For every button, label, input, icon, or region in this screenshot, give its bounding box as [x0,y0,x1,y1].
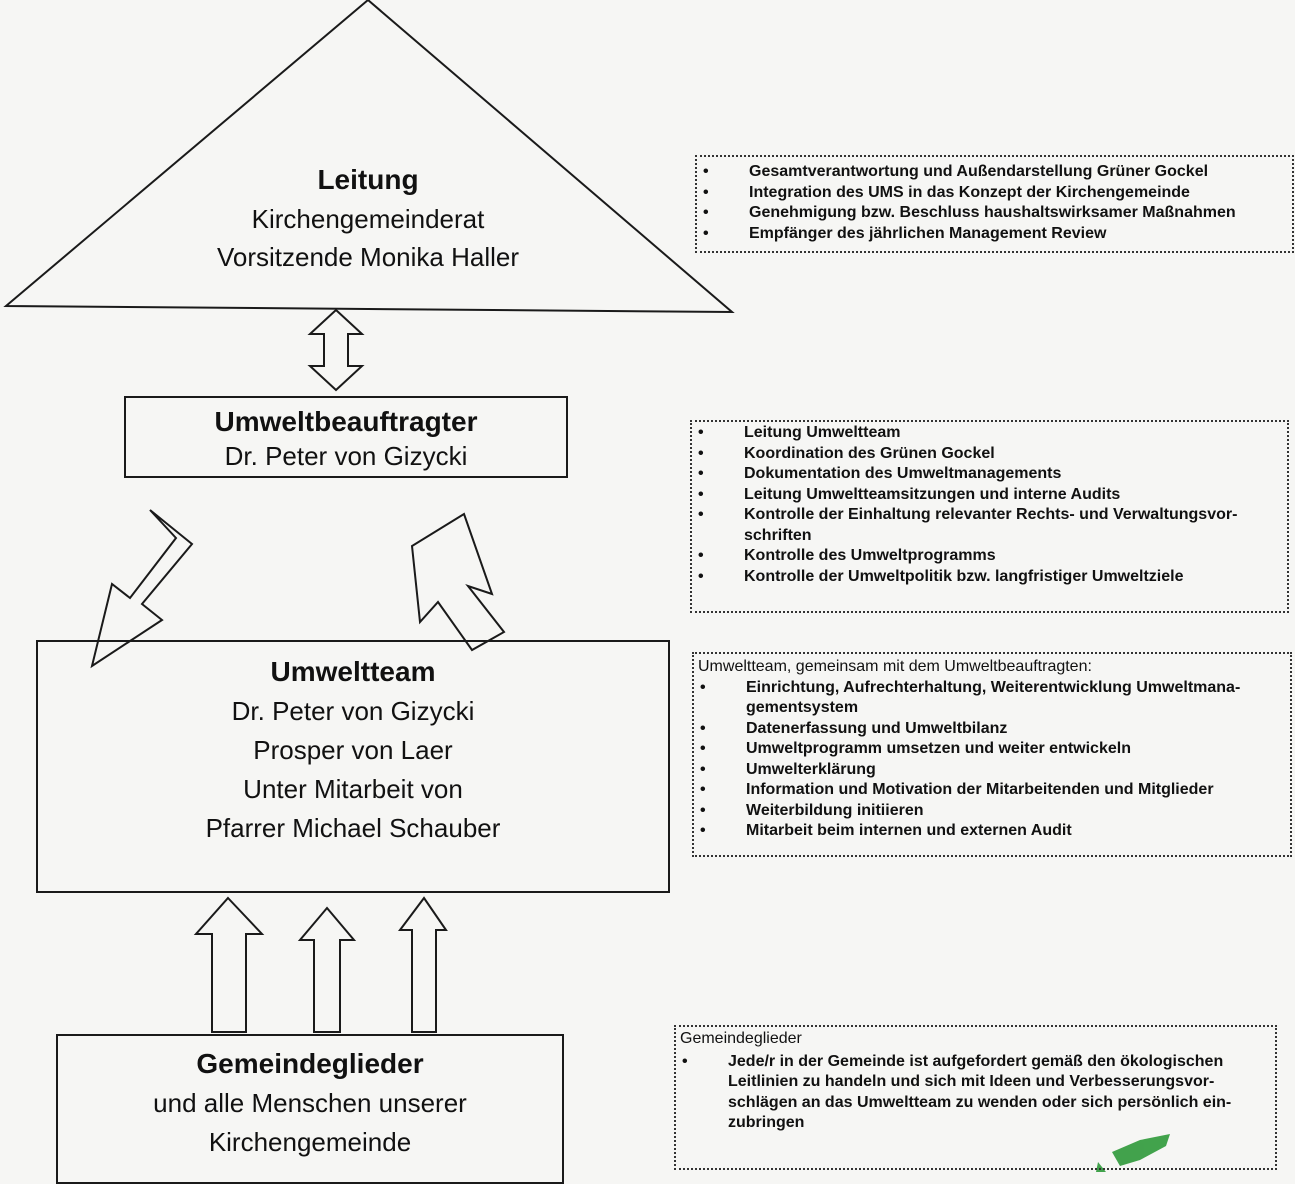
up-arrow-1 [193,896,265,1033]
team-tasks-heading: Umweltteam, gemeinsam mit dem Umweltbeau… [698,658,1092,675]
leitung-task: Integration des UMS in das Konzept der K… [697,183,1292,204]
beauftragter-task: Kontrolle der Umweltpolitik bzw. langfri… [692,567,1287,588]
glieder-tasks-panel: Gemeindeglieder Jede/r in der Gemeinde i… [674,1025,1277,1170]
team-task: Einrichtung, Aufrechterhaltung, Weiteren… [694,678,1290,719]
leitung-triangle [3,0,735,314]
arrow-down-left [90,509,194,669]
beauftragter-task: Koordination des Grünen Gockel [692,444,1287,465]
team-box [36,640,670,893]
up-arrow-3 [398,896,448,1033]
beauftragter-task: Leitung Umweltteam [692,423,1287,444]
team-node: Umweltteam Dr. Peter von Gizycki Prosper… [36,652,670,848]
leitung-node: Leitung Kirchengemeinderat Vorsitzende M… [168,160,568,276]
double-arrow-leitung-beauftragter [307,308,365,392]
glieder-tasks-heading: Gemeindeglieder [680,1030,802,1047]
beauftragter-task: Dokumentation des Umweltmanagements [692,464,1287,485]
leitung-line-2: Vorsitzende Monika Haller [216,242,520,272]
up-arrow-2 [297,906,357,1033]
leitung-task: Empfänger des jährlichen Management Revi… [697,224,1292,245]
glieder-task: Jede/r in der Gemeinde ist aufgefordert … [676,1052,1275,1134]
team-task: Weiterbildung initiieren [694,801,1290,822]
glieder-line-1: und alle Menschen unserer [153,1088,467,1118]
beauftragter-line-1: Dr. Peter von Gizycki [224,441,468,471]
beauftragter-title: Umweltbeauftragter [214,406,478,437]
team-line-3: Unter Mitarbeit von [243,774,463,804]
beauftragter-box [124,396,568,478]
beauftragter-node: Umweltbeauftragter Dr. Peter von Gizycki [124,404,568,472]
beauftragter-task: Leitung Umweltteamsitzungen und interne … [692,485,1287,506]
team-line-4: Pfarrer Michael Schauber [205,813,501,843]
team-task: Datenerfassung und Umweltbilanz [694,719,1290,740]
leitung-task: Gesamtverantwortung und Außendarstellung… [697,162,1292,183]
team-line-1: Dr. Peter von Gizycki [231,696,475,726]
beauftragter-tasks-panel: Leitung Umweltteam Koordination des Grün… [690,420,1289,613]
leitung-line-1: Kirchengemeinderat [251,204,485,234]
team-line-2: Prosper von Laer [253,735,453,765]
beauftragter-task: Kontrolle der Einhaltung relevanter Rech… [692,505,1287,546]
glieder-line-2: Kirchengemeinde [208,1127,412,1157]
glieder-node: Gemeindeglieder und alle Menschen unsere… [56,1044,564,1162]
team-task: Mitarbeit beim internen und externen Aud… [694,821,1290,842]
leitung-title: Leitung [317,164,419,195]
glieder-title: Gemeindeglieder [196,1048,424,1079]
team-tasks-panel: Umweltteam, gemeinsam mit dem Umweltbeau… [692,652,1292,857]
team-task: Umweltprogramm umsetzen und weiter entwi… [694,739,1290,760]
team-title: Umweltteam [270,656,436,687]
arrow-team-to-beauftragter [410,512,506,652]
leitung-tasks-panel: Gesamtverantwortung und Außendarstellung… [695,155,1294,253]
team-task: Information und Motivation der Mitarbeit… [694,780,1290,801]
beauftragter-task: Kontrolle des Umweltprogramms [692,546,1287,567]
team-task: Umwelterklärung [694,760,1290,781]
leitung-task: Genehmigung bzw. Beschluss haushaltswirk… [697,203,1292,224]
